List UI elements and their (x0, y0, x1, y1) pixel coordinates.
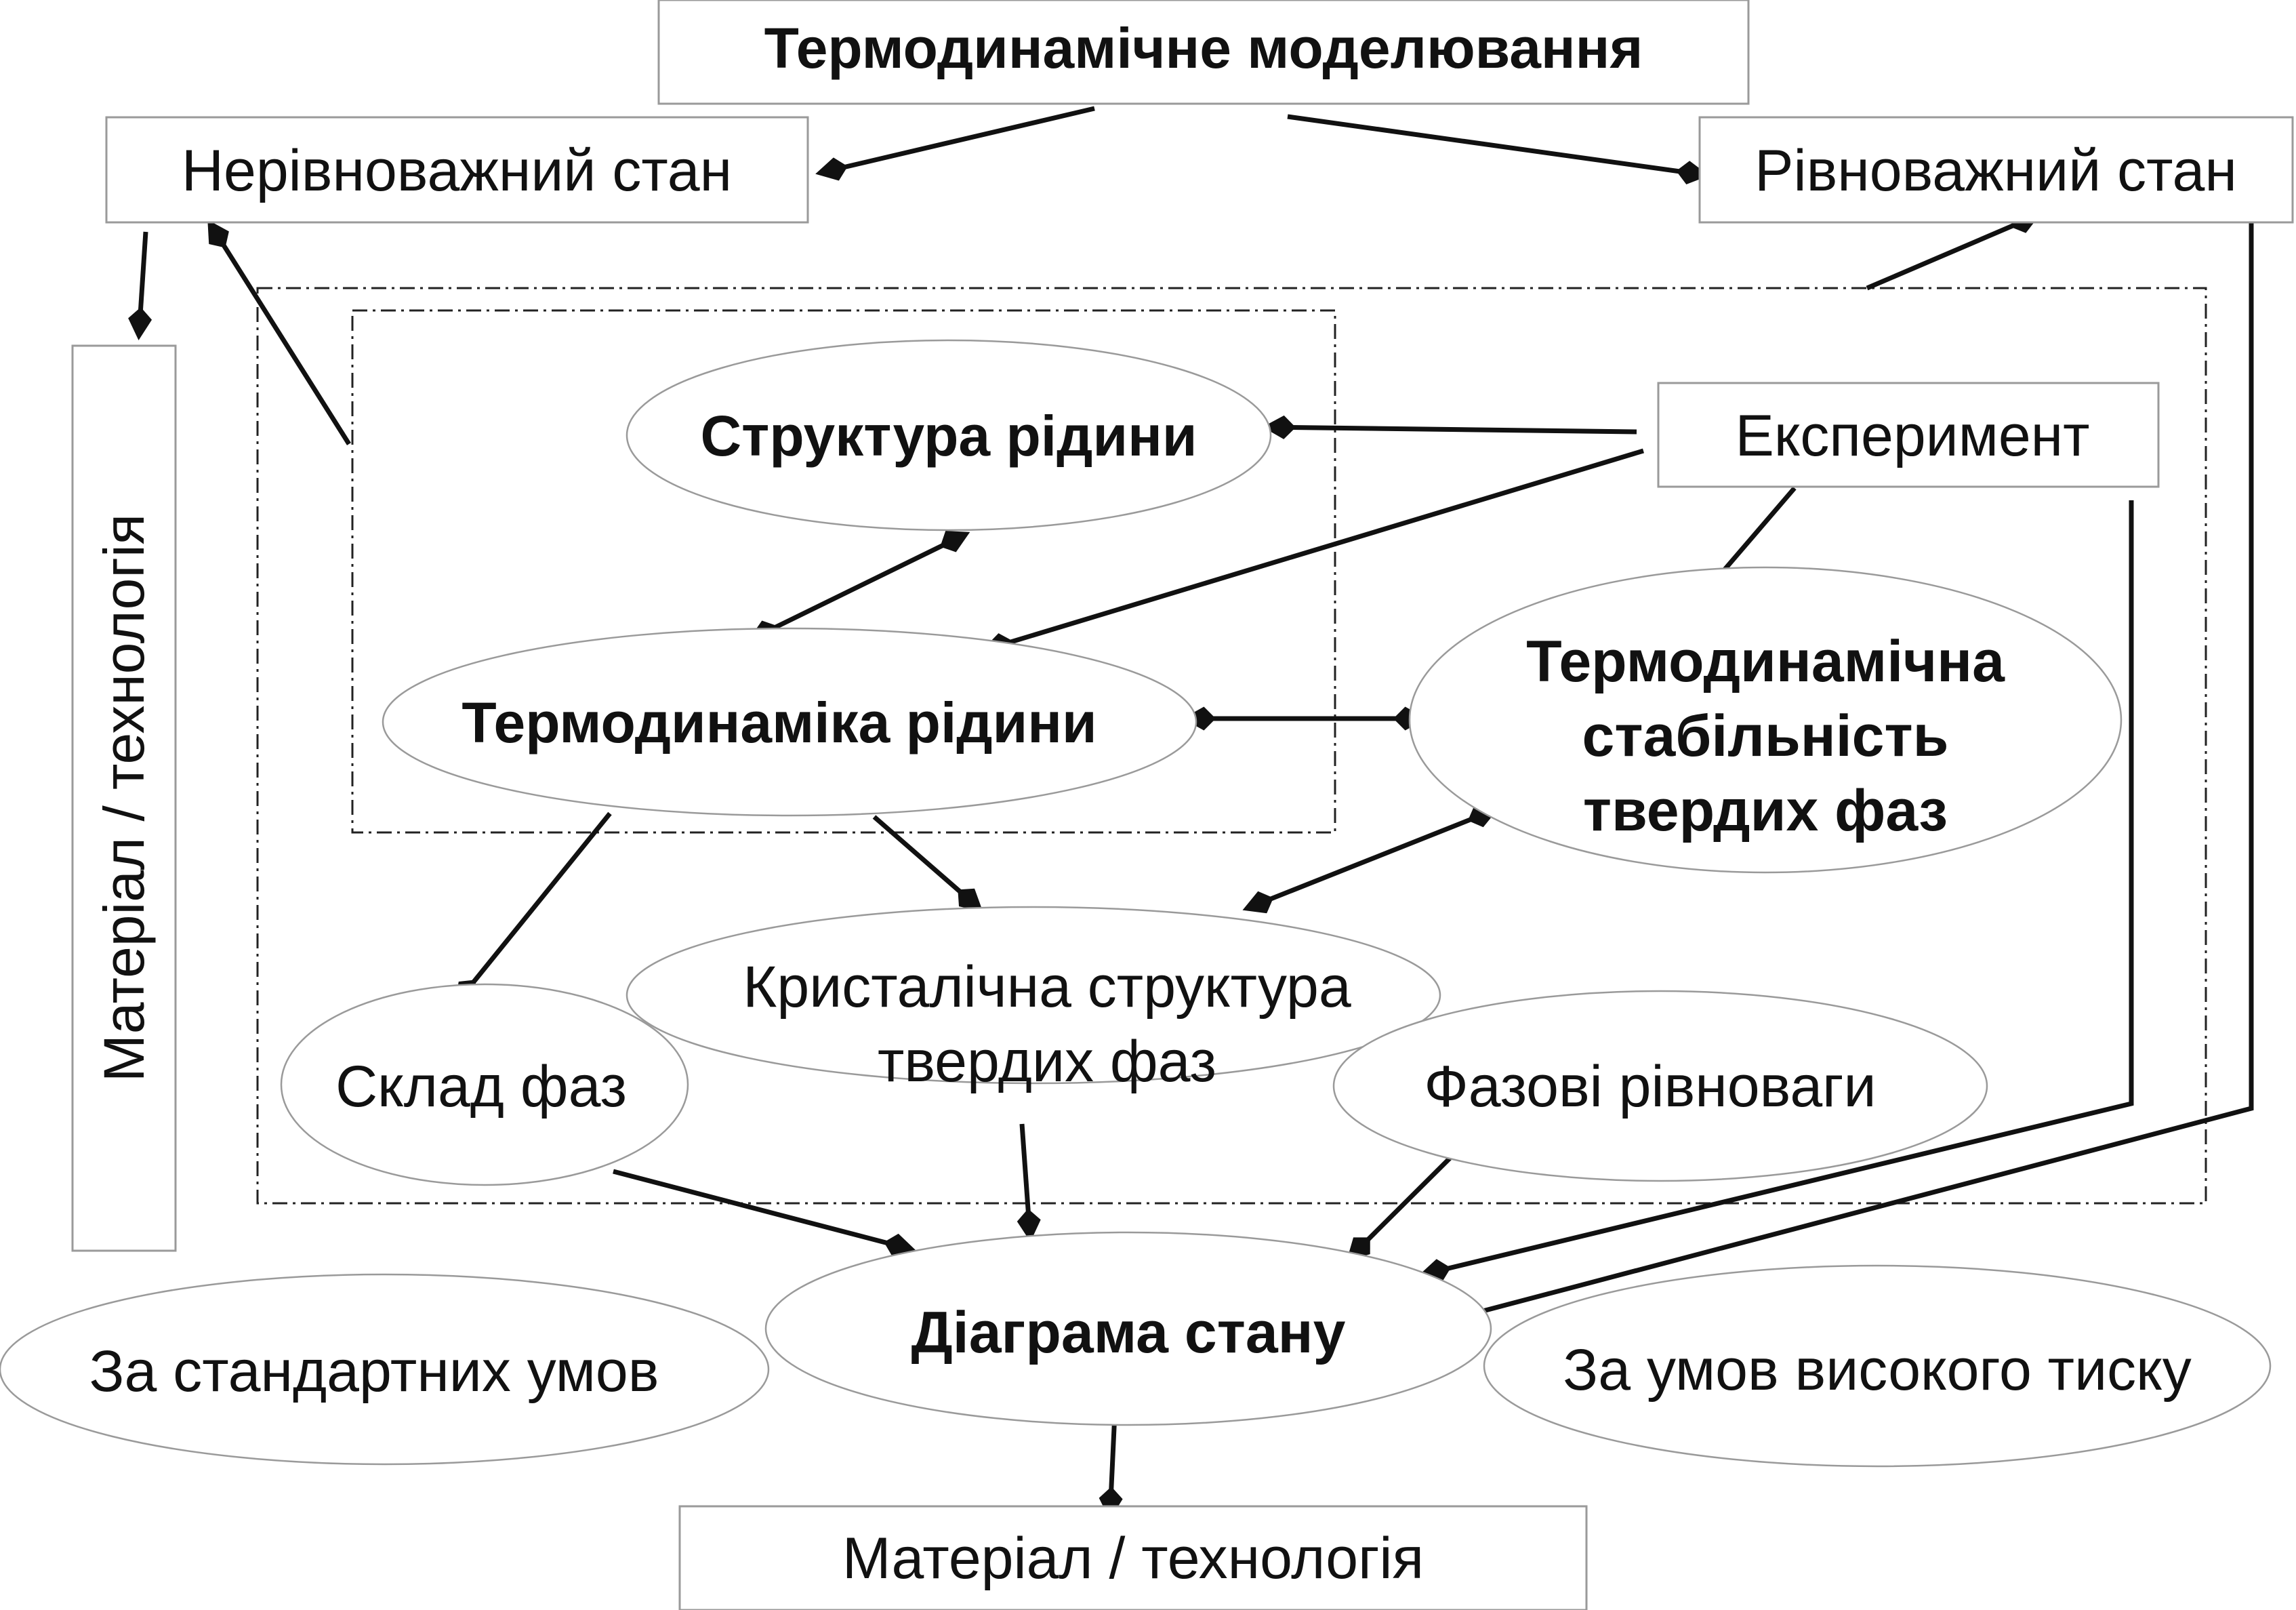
node-equilibrium-state: Рівноважний стан (1698, 116, 2294, 224)
arrow-solid-stability-crystal (1242, 805, 1499, 914)
node-solid-phase-stability: Термодинамічна стабільність твердих фаз (1408, 566, 2123, 874)
node-liquid-thermodynamics: Термодинаміка рідини (382, 627, 1197, 817)
arrow-modeling-to-nonequilibrium (815, 106, 1095, 181)
node-liquid-structure-label: Структура рідини (701, 404, 1197, 468)
node-material-technology-left-label: Матеріал / технологія (92, 514, 156, 1082)
node-material-technology-bottom-label: Матеріал / технологія (842, 1526, 1424, 1591)
node-phase-composition-label: Склад фаз (335, 1054, 627, 1119)
node-high-pressure-label: За умов високого тиску (1563, 1337, 2191, 1403)
node-thermodynamic-modeling-label: Термодинамічне моделювання (764, 16, 1643, 80)
arrow-crystal-to-diagram (1017, 1123, 1041, 1242)
node-high-pressure: За умов високого тиску (1483, 1264, 2272, 1468)
arrow-modeling-to-equilibrium (1287, 114, 1709, 184)
node-crystal-structure: Кристалічна структура твердих фаз (626, 906, 1441, 1094)
node-standard-conditions-label: За стандартних умов (89, 1339, 659, 1404)
outer-dashdot-region (256, 287, 2207, 1205)
node-equilibrium-state-label: Рівноважний стан (1755, 138, 2237, 203)
node-solid-phase-stability-line2: стабільність (1582, 704, 1949, 769)
node-nonequilibrium-state: Нерівноважний стан (105, 116, 809, 224)
arrow-liquid-thermo-to-phase-composition (454, 811, 612, 1006)
arrow-experiment-to-diagram (1418, 500, 2134, 1283)
node-phase-composition: Склад фаз (280, 983, 689, 1186)
node-material-technology-bottom: Матеріал / технологія (678, 1505, 1588, 1610)
arrow-region-to-nonequilibrium (207, 220, 351, 445)
node-phase-equilibria-label: Фазові рівноваги (1424, 1054, 1876, 1119)
arrow-phase-equilibria-to-diagram (1347, 1149, 1459, 1261)
arrow-nonequilibrium-to-material (128, 231, 152, 340)
node-nonequilibrium-state-label: Нерівноважний стан (182, 138, 732, 203)
connectors (128, 106, 2254, 1520)
node-liquid-thermodynamics-label: Термодинаміка рідини (462, 691, 1096, 754)
node-material-technology-left: Матеріал / технологія (71, 344, 177, 1252)
arrow-diagram-to-material (1099, 1413, 1123, 1520)
node-liquid-structure: Структура рідини (626, 339, 1272, 531)
node-experiment-label: Експеримент (1735, 403, 2089, 468)
arrow-equilibrium-to-diagram (1442, 182, 2254, 1328)
arrow-experiment-to-liquid-thermo (981, 448, 1645, 656)
inner-dashdot-region (351, 309, 1336, 834)
node-crystal-structure-line1: Кристалічна структура (743, 954, 1351, 1020)
arrow-experiment-to-liquid-structure (1263, 415, 1637, 439)
node-phase-diagram-label: Діаграма стану (911, 1300, 1346, 1365)
node-solid-phase-stability-line1: Термодинамічна (1526, 629, 2005, 694)
node-phase-diagram: Діаграма стану (764, 1231, 1492, 1426)
node-standard-conditions: За стандартних умов (0, 1273, 770, 1466)
node-thermodynamic-modeling: Термодинамічне моделювання (657, 0, 1750, 105)
node-experiment: Експеримент (1657, 382, 2160, 488)
node-crystal-structure-line2: твердих фаз (878, 1029, 1216, 1094)
arrow-region-to-equilibrium (1866, 211, 2041, 291)
arrow-phase-composition-to-diagram (613, 1169, 916, 1257)
arrow-liquid-thermo-to-crystal (872, 815, 983, 912)
node-solid-phase-stability-line3: твердих фаз (1583, 778, 1948, 843)
arrow-liquid-structure-thermo (747, 531, 970, 642)
node-phase-equilibria: Фазові рівноваги (1332, 990, 1988, 1182)
